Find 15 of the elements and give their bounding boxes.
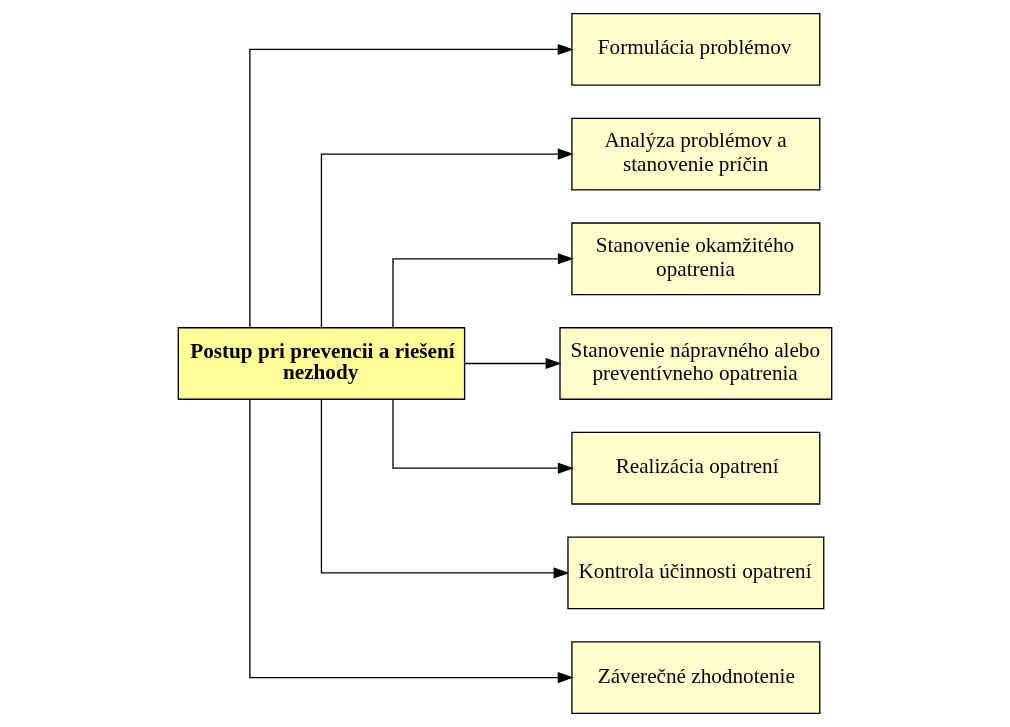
node-box: Formulácia problémov [571, 12, 821, 86]
node-box: Realizácia opatrení [571, 431, 821, 505]
node-box: Postup pri prevencii a riešení nezhody [177, 327, 466, 400]
node-box: Stanovenie okamžitého opatrenia [571, 222, 821, 296]
node-box: Stanovenie nápravného alebo preventívneho opatrenia [559, 327, 833, 400]
node-box: Analýza problémov a stanovenie príčin [571, 117, 821, 191]
arrow [320, 398, 570, 579]
arrow [463, 357, 562, 370]
node-box: Kontrola účinnosti opatrení [567, 536, 825, 610]
arrow [320, 148, 574, 329]
arrow [249, 398, 574, 684]
node-box: Záverečné zhodnotenie [571, 641, 821, 715]
arrow [392, 398, 574, 474]
arrow [392, 253, 574, 329]
arrow [249, 43, 574, 329]
